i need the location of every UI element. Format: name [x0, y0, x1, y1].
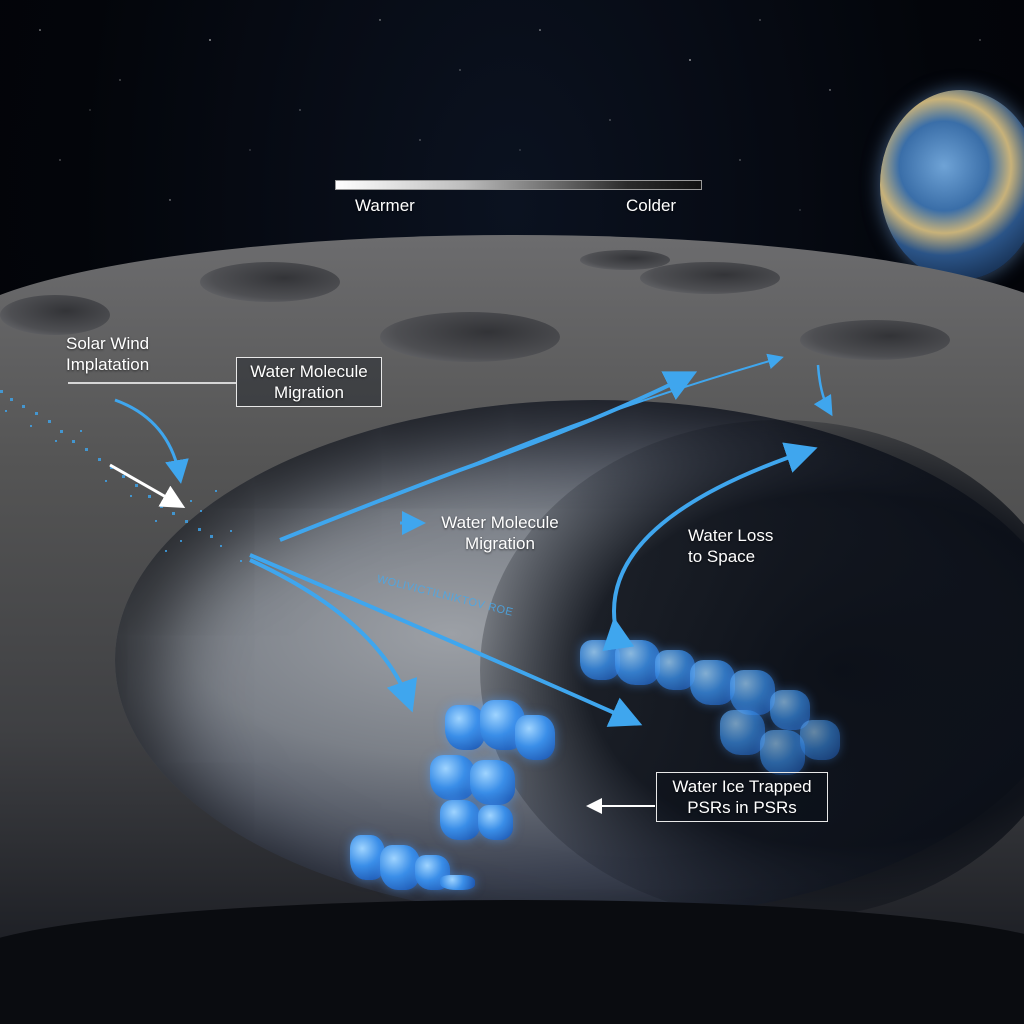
crater — [380, 312, 560, 362]
crater — [640, 262, 780, 294]
water-loss-line1: Water Loss — [688, 526, 774, 545]
solar-wind-label-line2: Implatation — [66, 355, 150, 374]
water-loss-line2: to Space — [688, 547, 756, 566]
migration-boxed-label: Water Molecule Migration — [236, 357, 382, 407]
earth — [880, 90, 1024, 280]
crater — [580, 250, 670, 270]
crater — [800, 320, 950, 360]
solar-wind-label-line1: Solar Wind — [66, 334, 150, 353]
migration-boxed-line2: Migration — [274, 383, 344, 402]
foreground-shadow — [0, 900, 1024, 1024]
temperature-gradient-bar — [335, 180, 702, 190]
crater — [200, 262, 340, 302]
solar-wind-label: Solar Wind Implatation — [66, 333, 149, 375]
water-loss-label: Water Loss to Space — [688, 525, 773, 567]
migration-center-label: Water Molecule Migration — [430, 512, 570, 554]
migration-center-line2: Migration — [465, 534, 535, 553]
colder-label: Colder — [626, 196, 677, 215]
ice-trapped-label: Water Ice Trapped PSRs in PSRs — [656, 772, 828, 822]
crater — [0, 295, 110, 335]
migration-boxed-line1: Water Molecule — [250, 362, 368, 381]
solar-wind-particles — [0, 390, 242, 562]
ice-trapped-line2: PSRs in PSRs — [687, 798, 797, 817]
migration-center-line1: Water Molecule — [441, 513, 559, 532]
warmer-label: Warmer — [355, 196, 415, 215]
ice-trapped-line1: Water Ice Trapped — [672, 777, 812, 796]
